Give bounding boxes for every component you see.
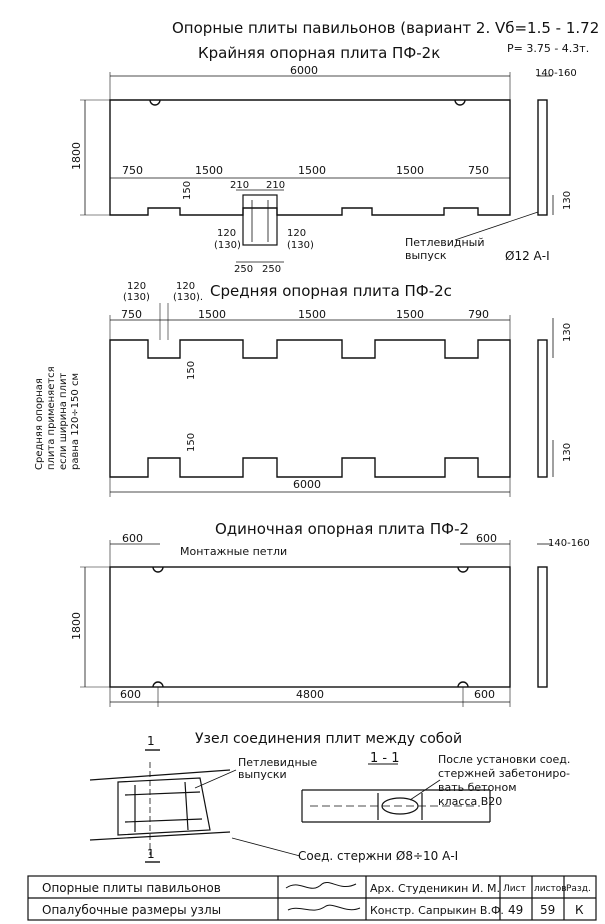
plate2-top-120b: 120 (176, 281, 195, 292)
stamp-h-sheets: листов (534, 884, 567, 894)
plate2-side-130a: 130 (562, 323, 573, 342)
joint-mark-top: 1 (147, 734, 155, 748)
joint-title: Узел соединения плит между собой (195, 731, 462, 747)
plate1-dim-1500a: 1500 (195, 164, 223, 177)
stamp-arch: Арх. Студеникин И. М. (370, 882, 500, 895)
svg-text:стержней забетониро-: стержней забетониро- (438, 767, 570, 780)
stamp-sheets: 59 (540, 903, 555, 917)
plate3-dim-height: 1800 (70, 612, 83, 640)
loop-label-1: Петлевидный (405, 236, 485, 249)
plate2-dim-790: 790 (468, 308, 489, 321)
plate3-dim-600l: 600 (122, 532, 143, 545)
plate1-dim-750b: 750 (468, 164, 489, 177)
plate2-dim-1500a: 1500 (198, 308, 226, 321)
joint-loops-label-1: Петлевидные (238, 756, 317, 769)
detail-250a: 250 (234, 264, 253, 275)
section-label: 1 - 1 (370, 751, 400, 766)
joint-mark-bottom: 1 (147, 847, 155, 861)
plate3-drawing (80, 540, 552, 707)
stamp-h-section: Разд. (566, 884, 591, 894)
plate2-top-130b: (130). (173, 292, 203, 303)
plate2-note: Средняя опорная плита применяется если ш… (34, 366, 81, 470)
detail-120r: 120 (287, 228, 306, 239)
svg-text:вать бетоном: вать бетоном (438, 781, 517, 794)
stamp-section: К (575, 903, 584, 917)
weight-label: Р= 3.75 - 4.3т. (507, 42, 589, 55)
plate3-dim-thick: 140-160 (548, 538, 590, 549)
plate1-dim-total: 6000 (290, 64, 318, 77)
svg-text:Средняя опорная: Средняя опорная (34, 378, 45, 470)
plate2-dim-750: 750 (121, 308, 142, 321)
plate3-dim-600b: 600 (474, 688, 495, 701)
svg-text:класса В20: класса В20 (438, 795, 502, 808)
sheet-title: Опорные плиты павильонов (вариант 2. Vб=… (172, 19, 605, 37)
connecting-rods-label: Соед. стержни Ø8÷10 А-I (298, 849, 458, 863)
plate2-top-120a: 120 (127, 281, 146, 292)
joint-note: После установки соед. стержней забетонир… (438, 753, 570, 808)
plate2-dim-150b: 150 (186, 433, 197, 452)
plate1-dim-thick: 140-160 (535, 68, 577, 79)
plate3-dim-4800: 4800 (296, 688, 324, 701)
joint-loops-label-2: выпуски (238, 768, 287, 781)
plate2-drawing (109, 303, 554, 497)
loop-label-2: выпуск (405, 249, 447, 262)
mounting-loops-label: Монтажные петли (180, 545, 287, 558)
plate1-dim-750a: 750 (122, 164, 143, 177)
joint-drawing (89, 749, 491, 863)
stamp-h-sheet: Лист (503, 884, 526, 894)
plate2-dim-total: 6000 (293, 478, 321, 491)
detail-250b: 250 (262, 264, 281, 275)
stamp-name-2: Опалубочные размеры узлы (42, 903, 221, 917)
detail-210a: 210 (230, 180, 249, 191)
plate1-dim-1500c: 1500 (396, 164, 424, 177)
plate2-title: Средняя опорная плита ПФ-2с (210, 282, 452, 300)
detail-120l: 120 (217, 228, 236, 239)
plate3-title: Одиночная опорная плита ПФ-2 (215, 520, 469, 538)
title-block (27, 875, 597, 921)
plate1-side-130: 130 (562, 191, 573, 210)
stamp-sheet: 49 (508, 903, 523, 917)
svg-text:равна 120÷150 см: равна 120÷150 см (70, 373, 81, 470)
stamp-name-1: Опорные плиты павильонов (42, 881, 221, 895)
detail-130r: (130) (287, 240, 314, 251)
svg-text:После установки соед.: После установки соед. (438, 753, 570, 766)
detail-130l: (130) (214, 240, 241, 251)
plate1-drawing (80, 72, 554, 263)
svg-text:если ширина плит: если ширина плит (58, 373, 69, 470)
stamp-constr: Констр. Сапрыкин В.Ф. (370, 904, 504, 917)
plate1-dim-150: 150 (182, 181, 193, 200)
plate2-side-130b: 130 (562, 443, 573, 462)
plate2-dim-1500c: 1500 (396, 308, 424, 321)
plate1-title: Крайняя опорная плита ПФ-2к (198, 44, 440, 62)
plate3-dim-600a: 600 (120, 688, 141, 701)
plate2-top-130a: (130) (123, 292, 150, 303)
plate3-dim-600r: 600 (476, 532, 497, 545)
rebar-label: Ø12 А-I (505, 249, 550, 263)
detail-210b: 210 (266, 180, 285, 191)
plate2-dim-1500b: 1500 (298, 308, 326, 321)
plate1-dim-height: 1800 (70, 142, 83, 170)
plate2-dim-150a: 150 (186, 361, 197, 380)
svg-text:плита применяется: плита применяется (46, 366, 57, 470)
plate1-dim-1500b: 1500 (298, 164, 326, 177)
